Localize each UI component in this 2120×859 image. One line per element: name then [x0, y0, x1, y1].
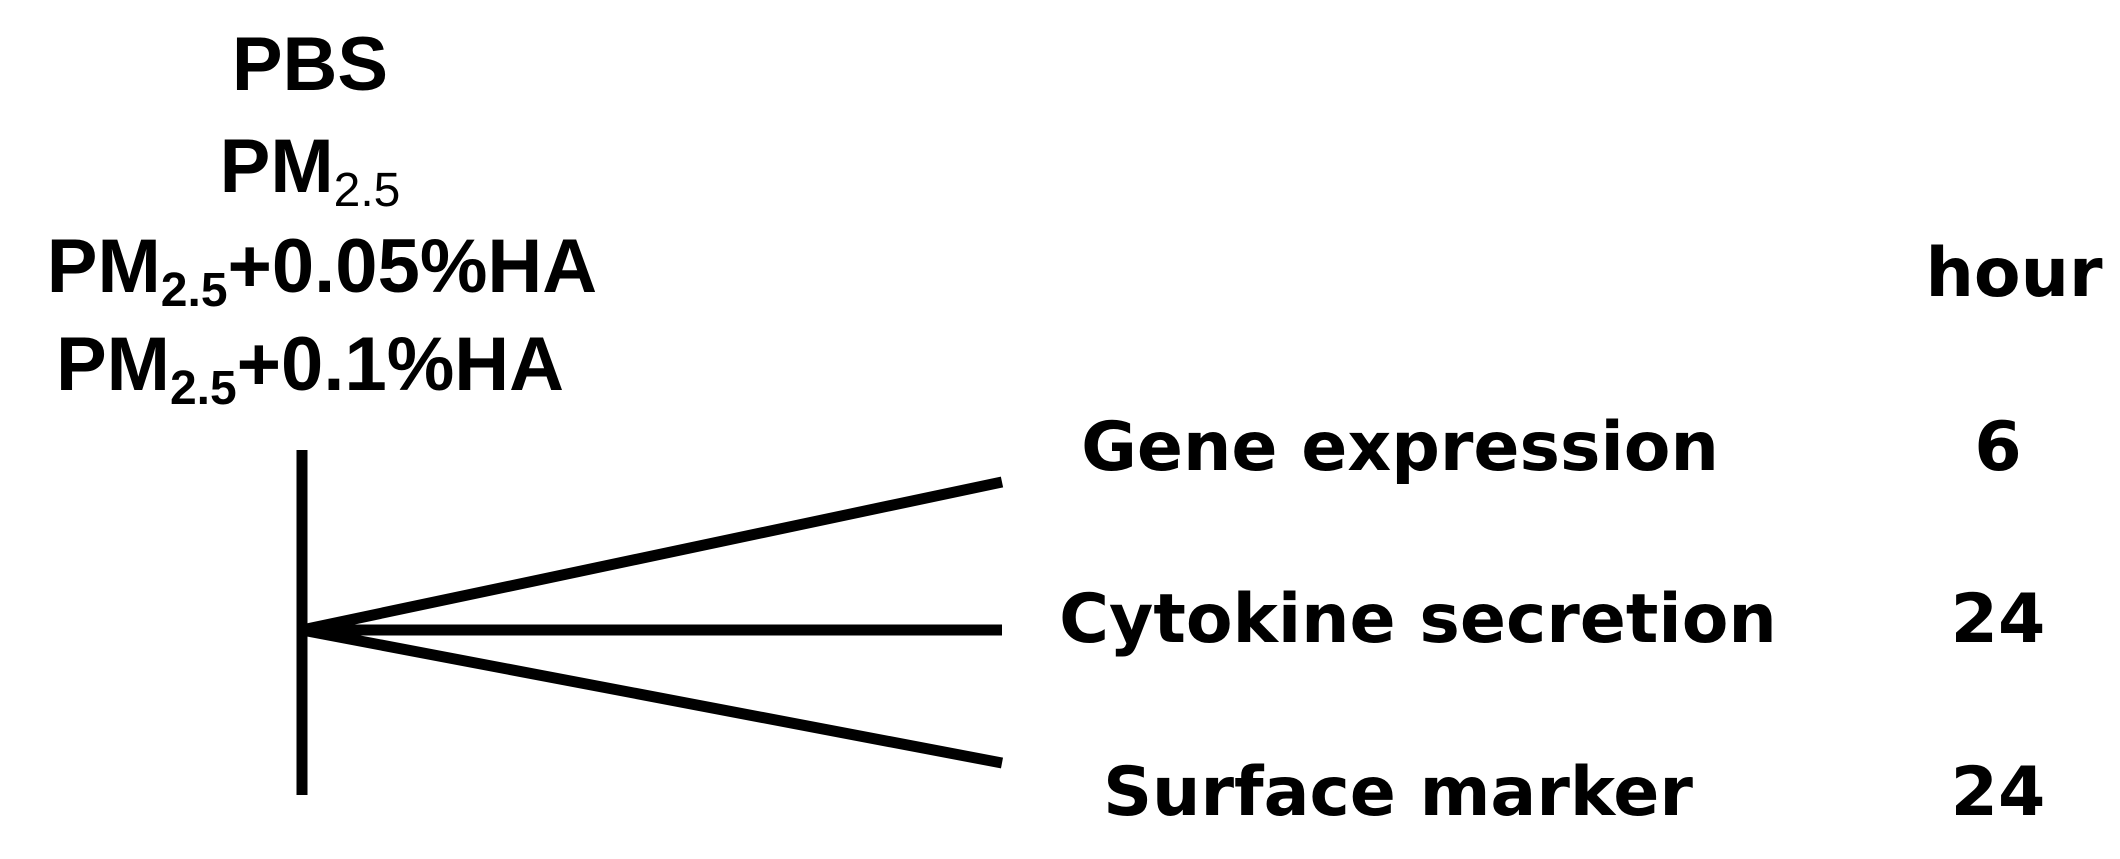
treatment-suffix: +0.1%HA — [237, 322, 564, 407]
treatment-subscript: 2.5 — [170, 362, 237, 415]
treatment-label-pbs: PBS — [232, 22, 388, 107]
hours-values: 6 24 24 — [1951, 408, 2046, 832]
outcome-label-gene-expression: Gene expression — [1081, 408, 1719, 487]
treatment-list: PBS PM2.5 PM2.5+0.05%HA PM2.5+0.1%HA — [47, 22, 597, 415]
hours-value-cytokine-secretion: 24 — [1951, 580, 2046, 659]
treatment-base: PBS — [232, 22, 388, 107]
treatment-label-pm25: PM2.5 — [220, 124, 401, 217]
time-header-label: hour — [1925, 234, 2103, 313]
branch-line-surface-marker — [300, 624, 1004, 769]
treatment-subscript: 2.5 — [161, 264, 228, 317]
treatment-label-pm25-ha-005: PM2.5+0.05%HA — [47, 224, 597, 317]
outcome-label-cytokine-secretion: Cytokine secretion — [1059, 580, 1777, 659]
outcome-labels: Gene expression Cytokine secretion Surfa… — [1059, 408, 1777, 832]
branch-lines — [296, 450, 1004, 795]
treatment-subscript: 2.5 — [334, 164, 401, 217]
hours-value-surface-marker: 24 — [1951, 753, 2046, 832]
treatment-label-pm25-ha-01: PM2.5+0.1%HA — [56, 322, 564, 415]
treatment-base: PM — [47, 224, 161, 309]
hours-value-gene-expression: 6 — [1974, 408, 2021, 487]
branch-line-gene-expression — [300, 476, 1004, 636]
treatment-suffix: +0.05%HA — [228, 224, 598, 309]
treatment-base: PM — [56, 322, 170, 407]
treatment-base: PM — [220, 124, 334, 209]
outcome-label-surface-marker: Surface marker — [1103, 753, 1693, 832]
